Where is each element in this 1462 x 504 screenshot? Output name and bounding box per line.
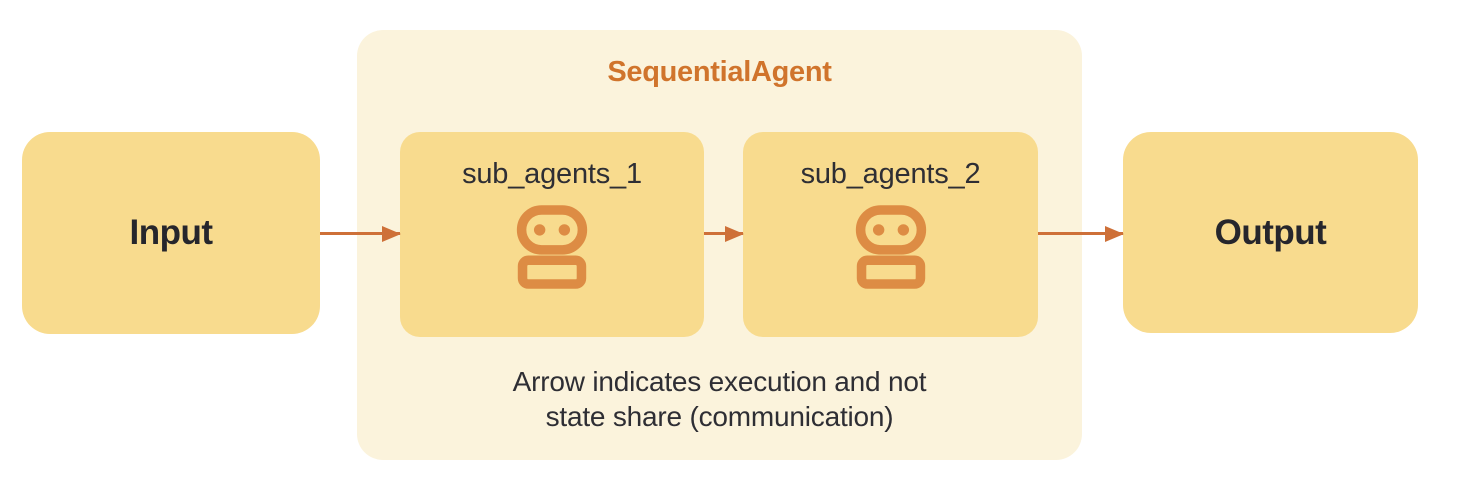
- robot-icon: [514, 205, 590, 289]
- sub-agent-1-label: sub_agents_1: [462, 158, 642, 190]
- input-node: Input: [22, 132, 320, 334]
- robot-icon: [853, 205, 929, 289]
- sequential-agent-title: SequentialAgent: [607, 56, 832, 88]
- flow-arrow-agent1-to-agent2: [704, 232, 743, 235]
- output-node: Output: [1123, 132, 1418, 333]
- flow-arrow-agent2-to-output: [1038, 232, 1123, 235]
- caption: Arrow indicates execution and not state …: [357, 364, 1082, 434]
- input-label: Input: [129, 213, 213, 252]
- sub-agent-2-label: sub_agents_2: [800, 158, 981, 190]
- sub-agent-node-2: sub_agents_2: [743, 132, 1038, 337]
- output-label: Output: [1214, 212, 1327, 252]
- flow-arrow-input-to-agent1: [320, 232, 400, 235]
- sub-agent-node-1: sub_agents_1: [400, 132, 704, 337]
- caption-line-2: state share (communication): [545, 401, 894, 432]
- caption-line-1: Arrow indicates execution and not: [512, 366, 927, 397]
